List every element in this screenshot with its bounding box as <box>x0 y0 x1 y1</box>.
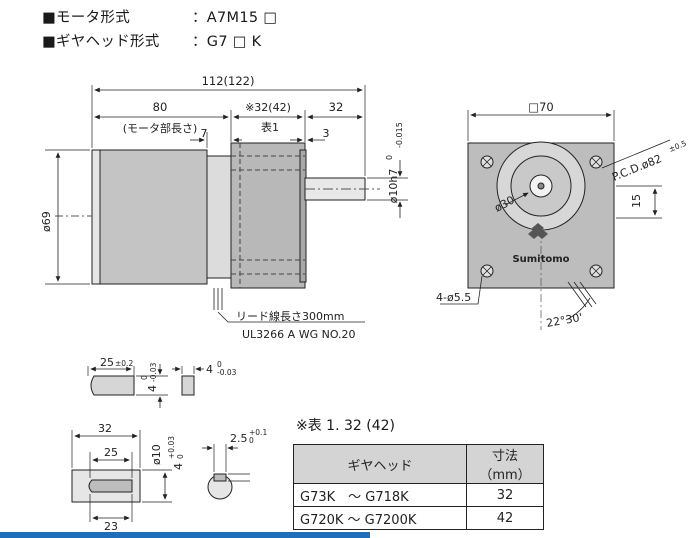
shaft-dia-dim: ø10h7 <box>387 169 400 204</box>
gear-length-dim: ※32(42) <box>245 101 291 114</box>
table-cell-model: G73K ～ G718K <box>293 483 467 507</box>
body-dia-dim: ø69 <box>40 211 53 232</box>
lead-spec-text: UL3266 A WG NO.20 <box>242 328 356 341</box>
motor-front-view <box>440 110 671 330</box>
key-h-tol-lower: -0.03 <box>149 362 158 382</box>
keyseat-depth-tol-upper: +0.1 <box>249 428 267 437</box>
holes-dim: 4-ø5.5 <box>436 291 471 304</box>
motor-type-label: ■モータ形式 <box>42 10 130 26</box>
gear-length-note: 表1 <box>261 120 279 134</box>
table-header-size: 寸法（mm） <box>466 444 544 484</box>
keyseat-tol-lower: 0 <box>176 454 185 459</box>
gearhead-type-row: ■ギヤヘッド形式 ：G7 □ K <box>42 30 262 51</box>
motor-type-value: ：A7M15 □ <box>192 10 278 26</box>
shaft-23-dim: 23 <box>104 520 118 533</box>
mounting-holes <box>480 155 603 278</box>
pcd-tol: ±0.5 <box>667 139 687 154</box>
logo-icon <box>528 223 548 239</box>
table-row: G73K ～ G718K 32 <box>293 483 544 507</box>
shaft-tol-upper: 0 <box>385 155 394 160</box>
shaft-d10-dim: ø10 <box>150 444 163 465</box>
accent-bar <box>0 532 370 538</box>
dim-7: 7 <box>201 127 208 140</box>
dim-3: 3 <box>323 127 330 140</box>
shaft-tol-lower: -0.015 <box>395 122 404 148</box>
motor-length-note: (モータ部長さ) <box>123 121 198 135</box>
key-h-tol-upper: 0 <box>140 375 149 380</box>
table-header-gearhead: ギヤヘッド <box>293 444 467 484</box>
table-header-row: ギヤヘッド 寸法（mm） <box>293 444 544 484</box>
key-len-tol: ±0.2 <box>115 359 133 368</box>
pcd-dim: P.C.D.ø82 <box>610 152 663 184</box>
key-detail <box>87 364 204 408</box>
shaft-25-dim: 25 <box>104 446 118 459</box>
table-cell-size: 42 <box>466 506 544 530</box>
table-row: G720K ～ G7200K 42 <box>293 506 544 530</box>
keyseat-depth-tol-lower: 0 <box>249 436 254 445</box>
angle-dim: 22°30' <box>545 311 583 330</box>
gearhead-type-label: ■ギヤヘッド形式 <box>42 34 160 50</box>
keyseat-tol-upper: +0.03 <box>167 436 176 459</box>
key-w-dim: 4 <box>206 363 213 376</box>
keyseat-depth-dim: 2.5 <box>230 432 248 445</box>
motor-body <box>91 149 208 285</box>
shaft-detail <box>71 430 250 522</box>
motor-end-cap <box>91 149 101 285</box>
lead-length-text: リード線長さ300mm <box>236 309 344 323</box>
offset-15-dim: 15 <box>630 194 643 208</box>
gearhead-type-value: ：G7 □ K <box>192 34 262 50</box>
shaft-32-dim: 32 <box>98 422 112 435</box>
shaft-length-dim: 32 <box>329 100 344 114</box>
side-view-labels: 112(122) 80 (モータ部長さ) ※32(42) 表1 32 7 3 ø… <box>40 74 404 341</box>
motor-flange <box>206 155 232 279</box>
gearhead-size-table: ギヤヘッド 寸法（mm） G73K ～ G718K 32 G720K ～ G72… <box>293 444 544 530</box>
key-h-dim: 4 <box>146 385 159 392</box>
table-cell-size: 32 <box>466 483 544 507</box>
square-dim: □70 <box>528 100 554 114</box>
key-w-tol-lower: -0.03 <box>217 368 237 377</box>
motor-side-view <box>45 85 408 323</box>
key-len-dim: 25 <box>100 356 114 369</box>
shaft-detail-labels: 32 25 23 ø10 4 +0.03 0 2.5 +0.1 0 <box>98 422 267 533</box>
keyseat-4-dim: 4 <box>172 463 185 470</box>
key-detail-labels: 25 ±0.2 4 0 -0.03 4 0 -0.03 <box>100 356 237 392</box>
motor-type-row: ■モータ形式 ：A7M15 □ <box>42 6 277 27</box>
key-w-tol-upper: 0 <box>217 360 222 369</box>
overall-length-dim: 112(122) <box>202 74 255 88</box>
gearhead-body <box>230 142 306 289</box>
table-cell-model: G720K ～ G7200K <box>293 506 467 530</box>
motor-length-dim: 80 <box>153 100 168 114</box>
table-note: ※表 1. 32 (42) <box>296 418 395 434</box>
sumitomo-logo-text: Sumitomo <box>512 254 569 265</box>
